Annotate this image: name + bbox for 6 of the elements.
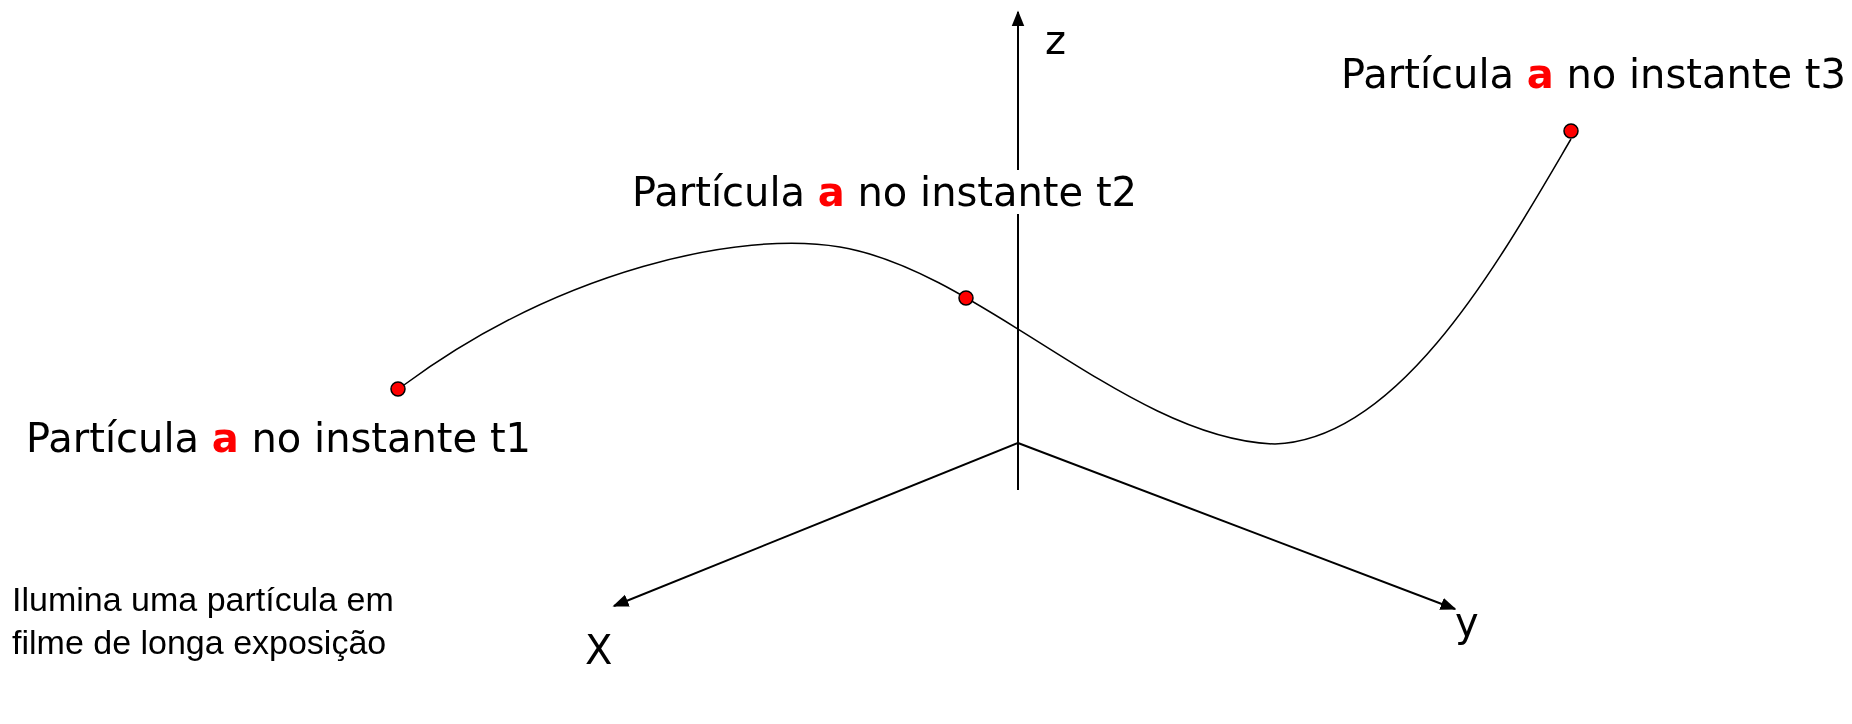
axis-label: X bbox=[585, 628, 613, 672]
axis-label: y bbox=[1455, 600, 1479, 644]
point-label: Partícula a no instante t3 bbox=[1341, 52, 1846, 96]
point-label: Partícula a no instante t1 bbox=[26, 416, 531, 460]
note-text: Ilumina uma partícula em filme de longa exposição bbox=[12, 579, 395, 663]
axis-label: z bbox=[1045, 18, 1066, 62]
